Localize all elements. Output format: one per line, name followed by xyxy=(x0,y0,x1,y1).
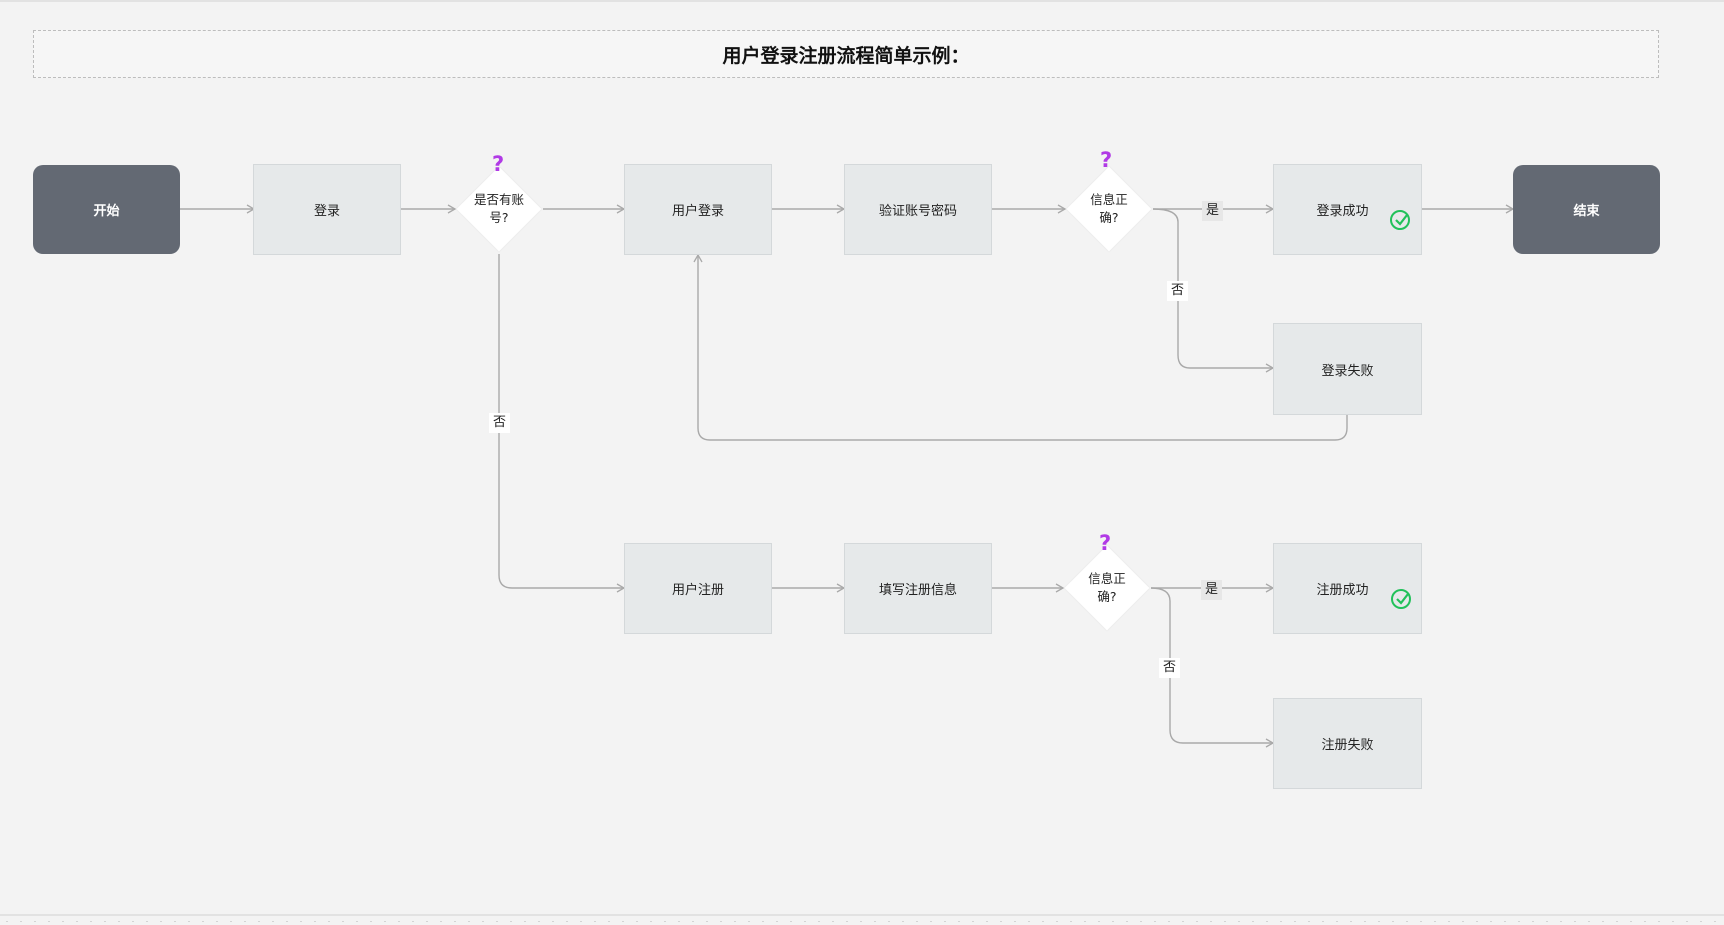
edge-label-yes: 是 xyxy=(1202,201,1224,221)
edge-label-no: 否 xyxy=(1159,658,1181,678)
login-info-decision[interactable]: 信息正确? xyxy=(1066,166,1152,252)
register-success-label: 注册成功 xyxy=(1316,583,1369,598)
login-node[interactable]: 登录 xyxy=(253,164,401,255)
edge-decision-loginfail xyxy=(1152,208,1275,373)
bottom-dots xyxy=(0,918,1724,925)
edge-label-no: 否 xyxy=(1167,281,1189,301)
bottom-border xyxy=(0,914,1724,916)
decision-label: 信息正确? xyxy=(1088,571,1126,604)
decision-label: 信息正确? xyxy=(1090,192,1128,225)
edge-label-no: 否 xyxy=(489,413,511,433)
edge-decision-register xyxy=(498,254,626,593)
verify-account-node[interactable]: 验证账号密码 xyxy=(844,164,992,255)
edge-decision-registerfail xyxy=(1150,587,1275,748)
question-mark-icon: ? xyxy=(492,152,505,176)
edge-label-yes: 是 xyxy=(1201,580,1223,600)
check-circle-icon xyxy=(1391,589,1411,609)
start-node[interactable]: 开始 xyxy=(33,165,180,254)
has-account-decision[interactable]: 是否有账号? xyxy=(456,166,542,252)
page-title: 用户登录注册流程简单示例： xyxy=(722,44,970,67)
check-circle-icon xyxy=(1390,210,1410,230)
end-node[interactable]: 结束 xyxy=(1513,165,1660,254)
user-register-node[interactable]: 用户注册 xyxy=(624,543,772,634)
title-box: 用户登录注册流程简单示例： xyxy=(33,30,1659,78)
register-success-node[interactable]: 注册成功 xyxy=(1273,543,1422,634)
user-login-node[interactable]: 用户登录 xyxy=(624,164,772,255)
login-fail-node[interactable]: 登录失败 xyxy=(1273,323,1422,415)
top-border xyxy=(0,0,1724,2)
register-info-decision[interactable]: 信息正确? xyxy=(1064,545,1150,631)
question-mark-icon: ? xyxy=(1099,531,1112,555)
login-success-label: 登录成功 xyxy=(1316,204,1369,219)
decision-label: 是否有账号? xyxy=(474,192,525,225)
fill-register-node[interactable]: 填写注册信息 xyxy=(844,543,992,634)
register-fail-node[interactable]: 注册失败 xyxy=(1273,698,1422,789)
edge-loginfail-userlogin xyxy=(693,253,1348,441)
login-success-node[interactable]: 登录成功 xyxy=(1273,164,1422,255)
question-mark-icon: ? xyxy=(1100,148,1113,172)
